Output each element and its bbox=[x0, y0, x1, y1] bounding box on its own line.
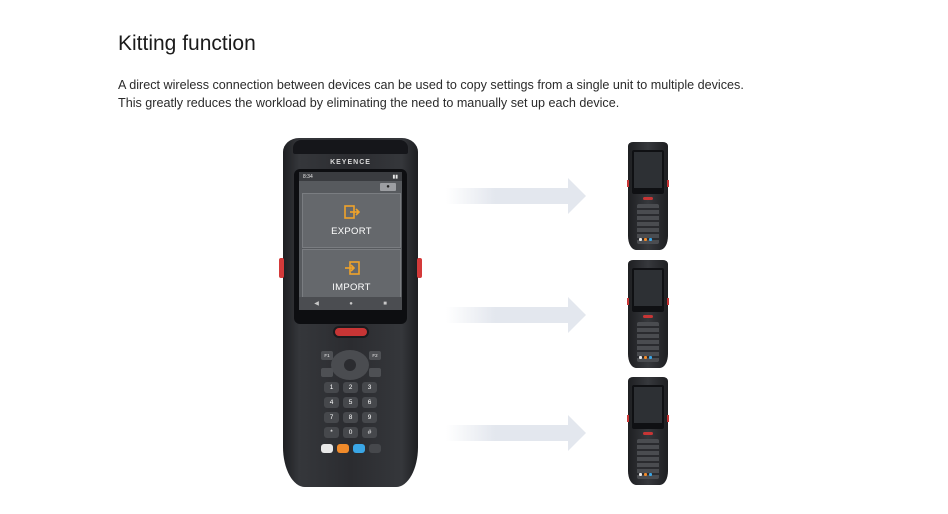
device-top-bar bbox=[293, 140, 408, 154]
keypad bbox=[637, 322, 659, 362]
key-blue bbox=[649, 238, 652, 241]
back-icon: ◀ bbox=[314, 301, 319, 307]
side-button bbox=[627, 298, 629, 305]
home-icon: ● bbox=[349, 300, 353, 307]
device-screen bbox=[632, 268, 664, 312]
key-white bbox=[639, 473, 642, 476]
side-button bbox=[627, 415, 629, 422]
scan-trigger-button bbox=[643, 432, 653, 435]
target-device-3 bbox=[627, 377, 669, 485]
target-device-2 bbox=[627, 260, 669, 368]
scan-trigger-button bbox=[643, 315, 653, 318]
right-side-button bbox=[417, 258, 422, 278]
key-white bbox=[639, 238, 642, 241]
key-orange bbox=[644, 473, 647, 476]
keypad bbox=[637, 204, 659, 244]
left-side-button bbox=[279, 258, 284, 278]
key-white bbox=[321, 444, 333, 453]
directional-pad bbox=[331, 350, 369, 380]
import-label: IMPORT bbox=[332, 281, 371, 293]
key-star: * bbox=[324, 427, 339, 438]
key-blue bbox=[649, 473, 652, 476]
key-7: 7 bbox=[324, 412, 339, 423]
export-icon bbox=[343, 204, 360, 219]
key-4: 4 bbox=[324, 397, 339, 408]
export-label: EXPORT bbox=[331, 225, 372, 237]
device-screen: 8:34 ▮▮ ● EXPORT IMPORT bbox=[299, 172, 402, 310]
enter-key bbox=[344, 359, 356, 371]
android-nav-bar: ◀ ● ■ bbox=[299, 297, 402, 310]
side-key-right bbox=[369, 368, 381, 377]
key-orange bbox=[644, 356, 647, 359]
side-button bbox=[667, 415, 669, 422]
target-device-1 bbox=[627, 142, 669, 250]
f2-key: F2 bbox=[369, 351, 381, 360]
side-button bbox=[667, 298, 669, 305]
scan-trigger-button bbox=[643, 197, 653, 200]
device-screen bbox=[632, 150, 664, 194]
f1-key: F1 bbox=[321, 351, 333, 360]
key-orange bbox=[644, 238, 647, 241]
import-tile: IMPORT bbox=[302, 249, 401, 304]
key-blue bbox=[353, 444, 365, 453]
side-button bbox=[627, 180, 629, 187]
recents-icon: ■ bbox=[383, 300, 387, 307]
side-button bbox=[667, 180, 669, 187]
key-6: 6 bbox=[362, 397, 377, 408]
key-function bbox=[369, 444, 381, 453]
description-line-2: This greatly reduces the workload by eli… bbox=[118, 96, 620, 110]
screen-frame: 8:34 ▮▮ ● EXPORT IMPORT bbox=[294, 169, 407, 324]
key-5: 5 bbox=[343, 397, 358, 408]
key-white bbox=[639, 356, 642, 359]
transfer-arrow-3 bbox=[446, 415, 586, 451]
battery-icon: ▮▮ bbox=[392, 174, 398, 180]
key-3: 3 bbox=[362, 382, 377, 393]
key-0: 0 bbox=[343, 427, 358, 438]
key-blue bbox=[649, 356, 652, 359]
settings-icon: ● bbox=[380, 183, 396, 191]
brand-logo: KEYENCE bbox=[330, 159, 371, 166]
transfer-arrow-1 bbox=[446, 178, 586, 214]
export-tile: EXPORT bbox=[302, 193, 401, 248]
page-title: Kitting function bbox=[118, 32, 256, 55]
key-hash: # bbox=[362, 427, 377, 438]
scan-trigger-button bbox=[335, 328, 367, 336]
key-9: 9 bbox=[362, 412, 377, 423]
description: A direct wireless connection between dev… bbox=[118, 76, 878, 112]
main-handheld-device: KEYENCE 8:34 ▮▮ ● EXPORT bbox=[279, 138, 422, 487]
key-8: 8 bbox=[343, 412, 358, 423]
import-icon bbox=[344, 260, 360, 275]
status-bar: 8:34 ▮▮ bbox=[299, 172, 402, 181]
key-2: 2 bbox=[343, 382, 358, 393]
side-key-left bbox=[321, 368, 333, 377]
description-line-1: A direct wireless connection between dev… bbox=[118, 78, 744, 92]
device-screen bbox=[632, 385, 664, 429]
transfer-arrow-2 bbox=[446, 297, 586, 333]
keypad bbox=[637, 439, 659, 479]
key-1: 1 bbox=[324, 382, 339, 393]
status-time: 8:34 bbox=[303, 174, 313, 180]
key-orange bbox=[337, 444, 349, 453]
